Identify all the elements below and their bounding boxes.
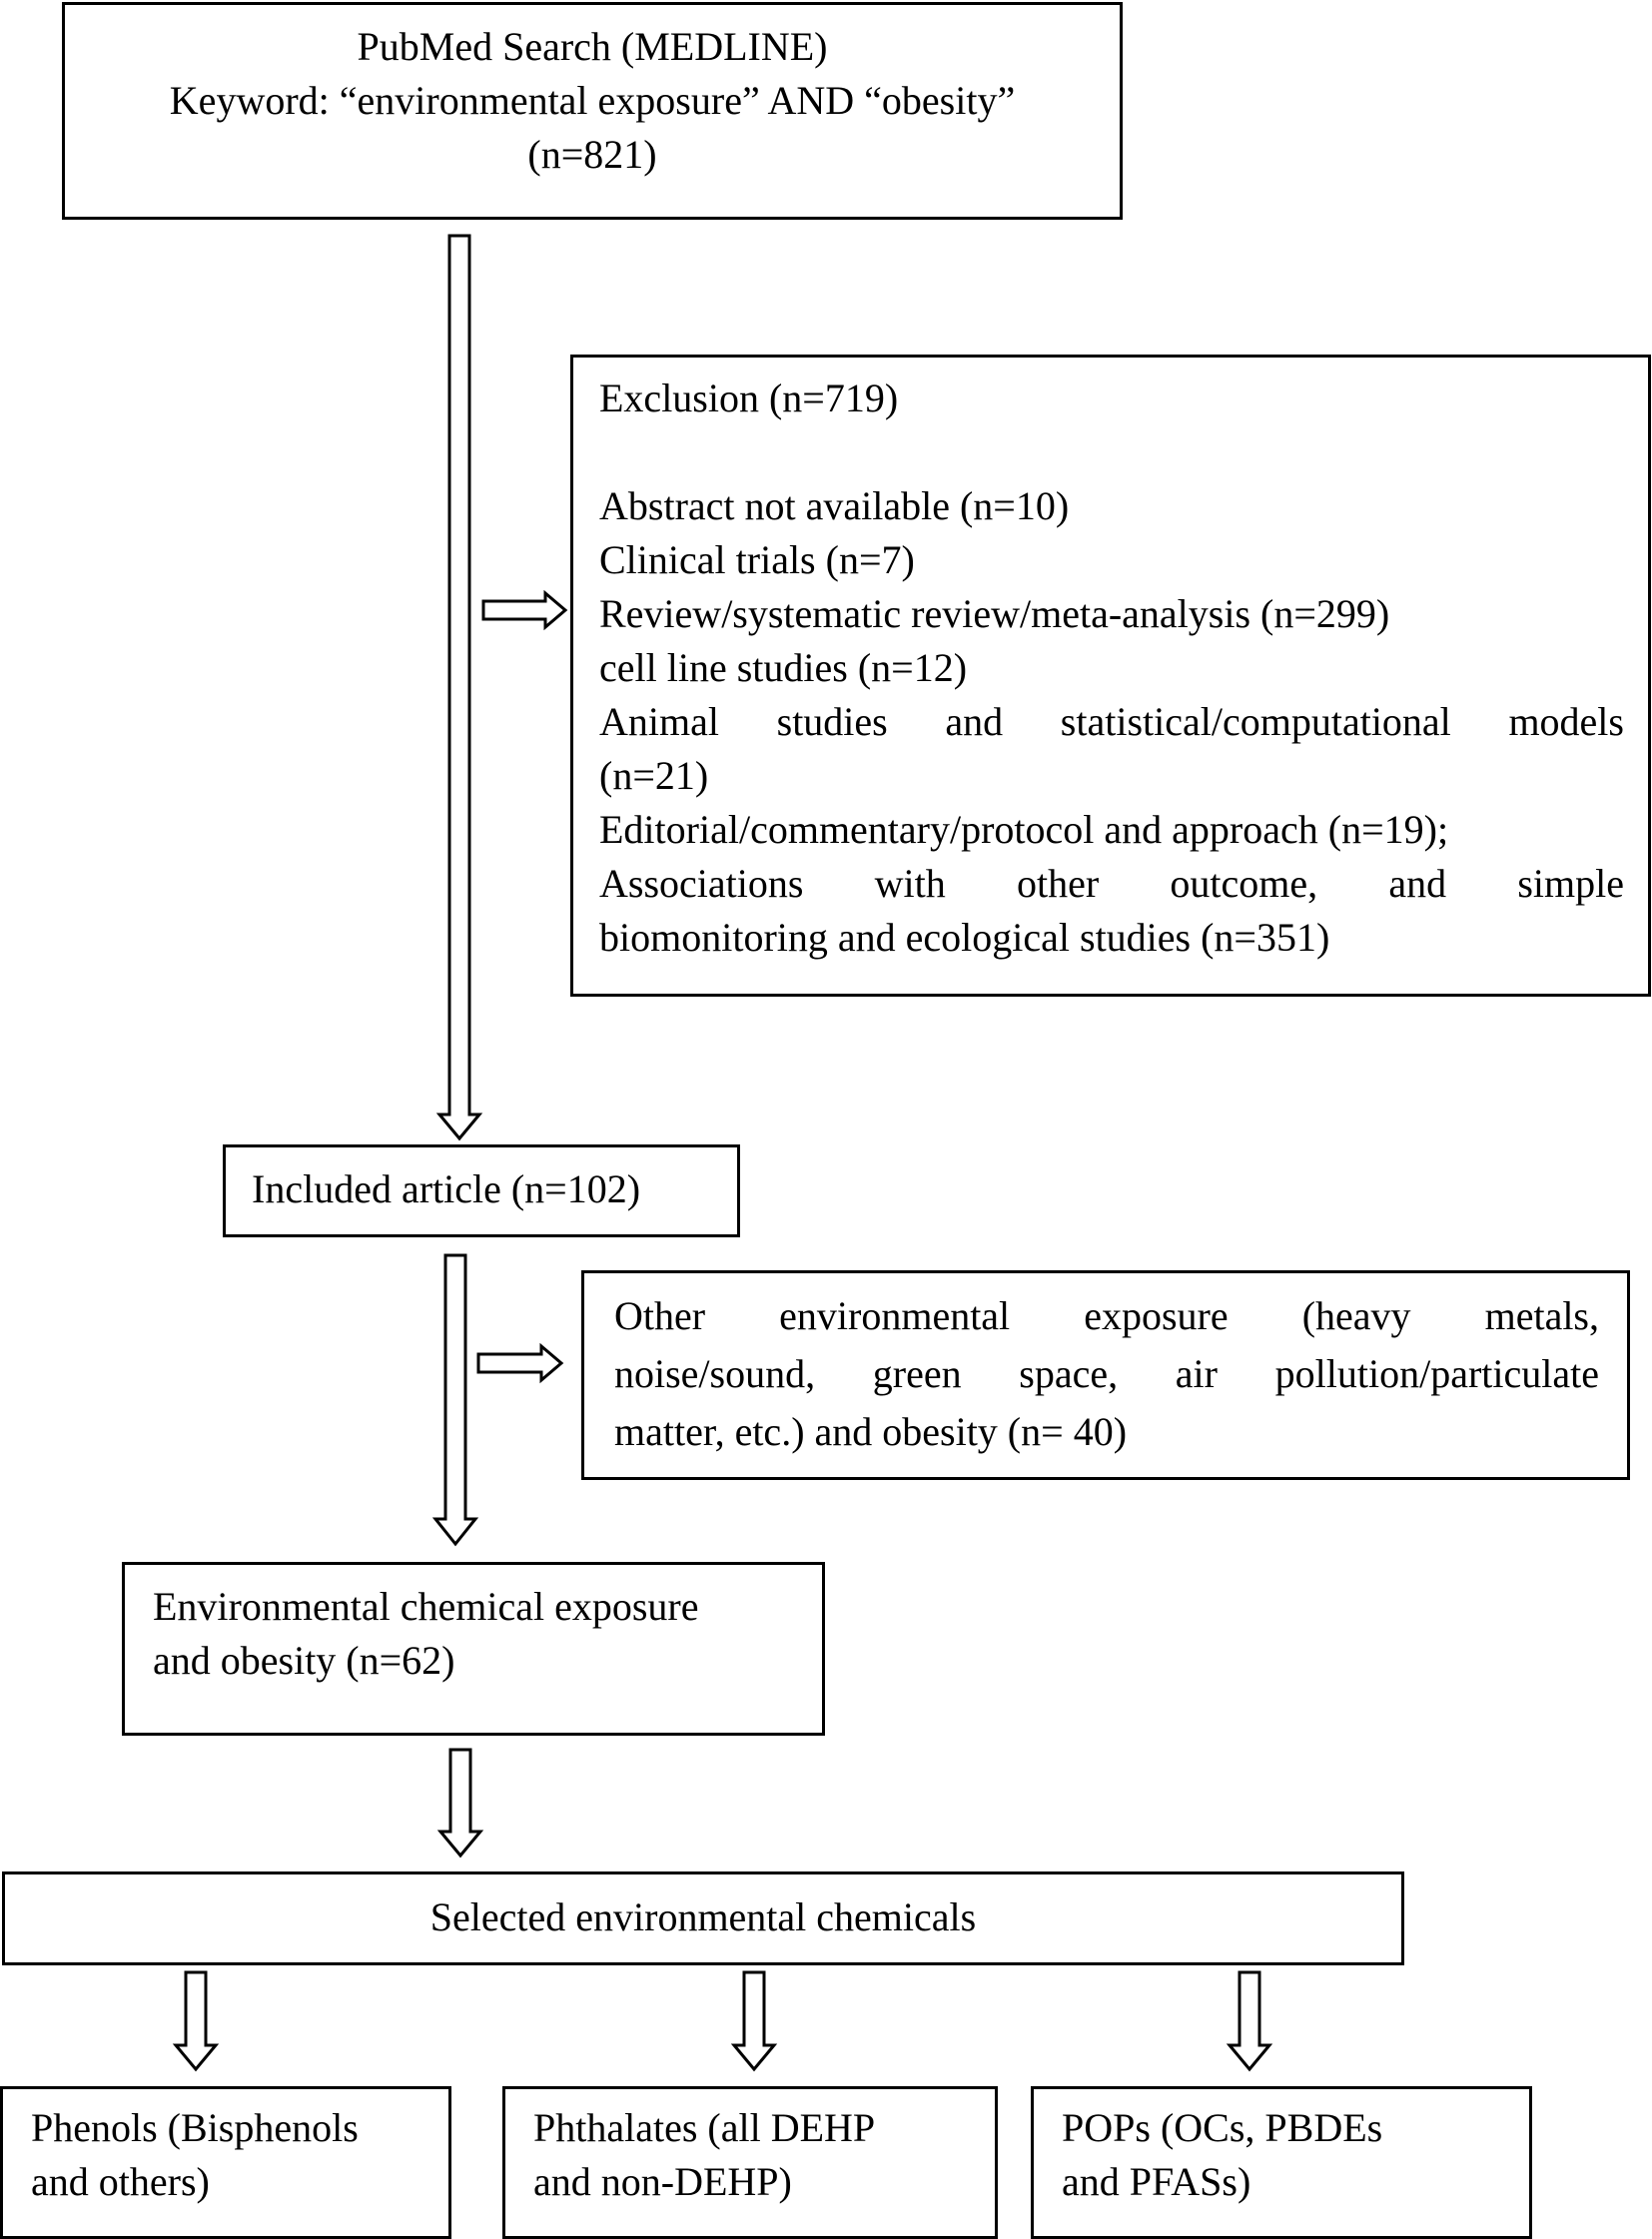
selected-chemicals-box: Selected environmental chemicals	[2, 1871, 1404, 1965]
arrow-down-envchem-to-selected	[436, 1748, 484, 1859]
phthalates-box: Phthalates (all DEHP and non-DEHP)	[502, 2086, 998, 2239]
exclusion-item: biomonitoring and ecological studies (n=…	[599, 915, 1330, 960]
category-line: POPs (OCs, PBDEs	[1062, 2105, 1383, 2150]
pops-box: POPs (OCs, PBDEs and PFASs)	[1031, 2086, 1532, 2239]
category-line: and PFASs)	[1062, 2159, 1251, 2204]
arrow-down-search-to-included	[435, 234, 483, 1141]
exclusion-item: Animal studies and statistical/computati…	[599, 699, 1624, 744]
other-exposure-line: Other environmental exposure (heavy meta…	[614, 1293, 1599, 1338]
phenols-box: Phenols (Bisphenols and others)	[0, 2086, 451, 2239]
arrow-down-to-phthalates	[730, 1970, 778, 2072]
arrow-down-included-to-envchem	[431, 1253, 479, 1547]
other-exposure-line: matter, etc.) and obesity (n= 40)	[614, 1409, 1128, 1454]
exclusion-item: (n=21)	[599, 753, 709, 798]
selected-label: Selected environmental chemicals	[429, 1894, 977, 1939]
search-box: PubMed Search (MEDLINE) Keyword: “enviro…	[62, 2, 1123, 220]
included-box: Included article (n=102)	[223, 1144, 740, 1237]
env-chemical-line: and obesity (n=62)	[153, 1638, 455, 1683]
search-keyword: Keyword: “environmental exposure” AND “o…	[169, 78, 1016, 123]
included-label: Included article (n=102)	[252, 1166, 641, 1211]
exclusion-spacer	[599, 425, 1624, 479]
exclusion-item: Clinical trials (n=7)	[599, 537, 915, 582]
exclusion-item: Review/systematic review/meta-analysis (…	[599, 591, 1390, 636]
category-line: and non-DEHP)	[533, 2159, 792, 2204]
search-count: (n=821)	[527, 132, 657, 177]
env-chemical-box: Environmental chemical exposure and obes…	[122, 1562, 825, 1736]
exclusion-box: Exclusion (n=719) Abstract not available…	[570, 355, 1651, 997]
arrow-down-to-phenols	[172, 1970, 220, 2072]
search-title: PubMed Search (MEDLINE)	[357, 24, 828, 69]
arrow-right-to-exclusion	[481, 589, 568, 631]
arrow-down-to-pops	[1226, 1970, 1273, 2072]
category-line: Phenols (Bisphenols	[31, 2105, 359, 2150]
exclusion-item: Abstract not available (n=10)	[599, 483, 1070, 528]
category-line: Phthalates (all DEHP	[533, 2105, 876, 2150]
env-chemical-line: Environmental chemical exposure	[153, 1584, 699, 1629]
arrow-right-to-other-exposure	[476, 1342, 564, 1384]
exclusion-item: cell line studies (n=12)	[599, 645, 968, 690]
category-line: and others)	[31, 2159, 210, 2204]
exclusion-item: Editorial/commentary/protocol and approa…	[599, 807, 1449, 852]
exclusion-title: Exclusion (n=719)	[599, 375, 899, 420]
other-exposure-line: noise/sound, green space, air pollution/…	[614, 1351, 1599, 1396]
exclusion-item: Associations with other outcome, and sim…	[599, 861, 1624, 906]
other-exposure-box: Other environmental exposure (heavy meta…	[581, 1270, 1630, 1480]
